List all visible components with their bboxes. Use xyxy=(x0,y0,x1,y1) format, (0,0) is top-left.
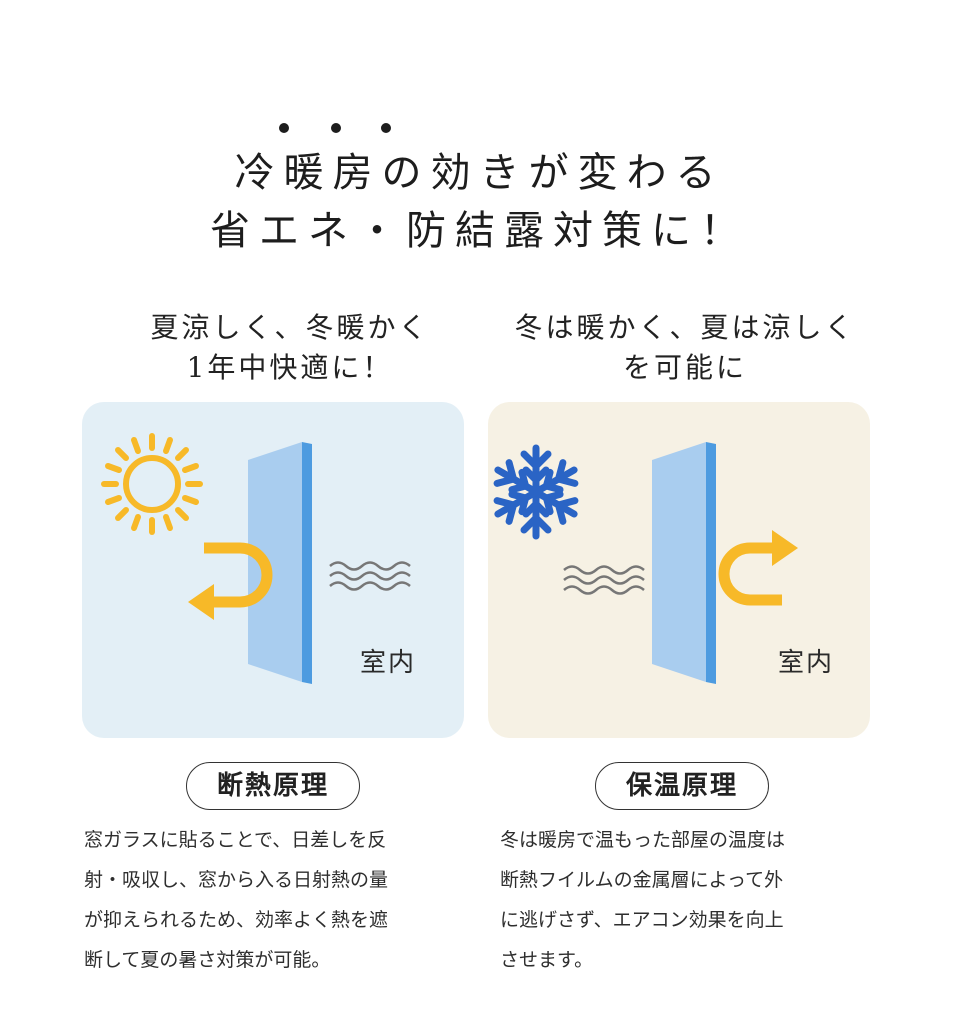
left-subtitle-line-2: 1年中快適に！ xyxy=(186,351,394,384)
description-line: 冬は暖房で温もった部屋の温度は xyxy=(500,829,786,851)
insulation-description: 窓ガラスに貼ることで、日差しを反 射・吸収し、窓から入る日射熱の量 が抑えられる… xyxy=(84,820,474,980)
indoor-label: 室内 xyxy=(778,648,835,678)
retain-arrow-icon xyxy=(718,542,782,606)
snowflake-icon xyxy=(493,444,579,540)
headline-line-2: 省エネ・防結露対策に！ xyxy=(210,208,749,254)
reflect-arrow-head xyxy=(188,584,214,620)
window-glass-icon xyxy=(248,442,312,684)
description-line: 断して夏の暑さ対策が可能。 xyxy=(84,949,331,971)
summer-illustration-panel: 室内 xyxy=(82,402,464,738)
summer-illustration xyxy=(101,433,411,684)
description-line: 射・吸収し、窓から入る日射熱の量 xyxy=(84,869,389,891)
indoor-label: 室内 xyxy=(360,648,417,678)
right-subtitle-line-1: 冬は暖かく、夏は涼しく xyxy=(514,311,856,344)
left-subtitle: 夏涼しく、冬暖かく 1年中快適に！ xyxy=(80,308,500,388)
emphasis-dots xyxy=(279,123,391,133)
description-line: 窓ガラスに貼ることで、日差しを反 xyxy=(84,829,387,851)
winter-illustration-panel: 室内 xyxy=(488,402,870,738)
heat-retention-principle-badge: 保温原理 xyxy=(595,762,769,810)
sun-icon xyxy=(101,433,203,535)
heat-waves-icon xyxy=(563,565,645,595)
description-line: させます。 xyxy=(500,949,594,971)
retain-arrow-head xyxy=(772,530,798,566)
heat-retention-description: 冬は暖房で温もった部屋の温度は 断熱フイルムの金属層によって外 に逃げさず、エア… xyxy=(500,820,880,980)
right-subtitle-line-2: を可能に xyxy=(622,351,747,384)
headline-line-1: 冷暖房の効きが変わる xyxy=(234,150,725,196)
description-line: が抑えられるため、効率よく熱を遮 xyxy=(84,909,389,931)
window-glass-icon xyxy=(652,442,716,684)
description-line: に逃げさず、エアコン効果を向上 xyxy=(500,909,784,931)
left-subtitle-line-1: 夏涼しく、冬暖かく xyxy=(150,311,430,344)
heat-waves-icon xyxy=(329,561,411,591)
winter-illustration xyxy=(493,442,798,684)
reflect-arrow-icon xyxy=(204,542,273,608)
insulation-principle-badge: 断熱原理 xyxy=(186,762,360,810)
description-line: 断熱フイルムの金属層によって外 xyxy=(500,869,784,891)
right-subtitle: 冬は暖かく、夏は涼しく を可能に xyxy=(490,308,880,388)
